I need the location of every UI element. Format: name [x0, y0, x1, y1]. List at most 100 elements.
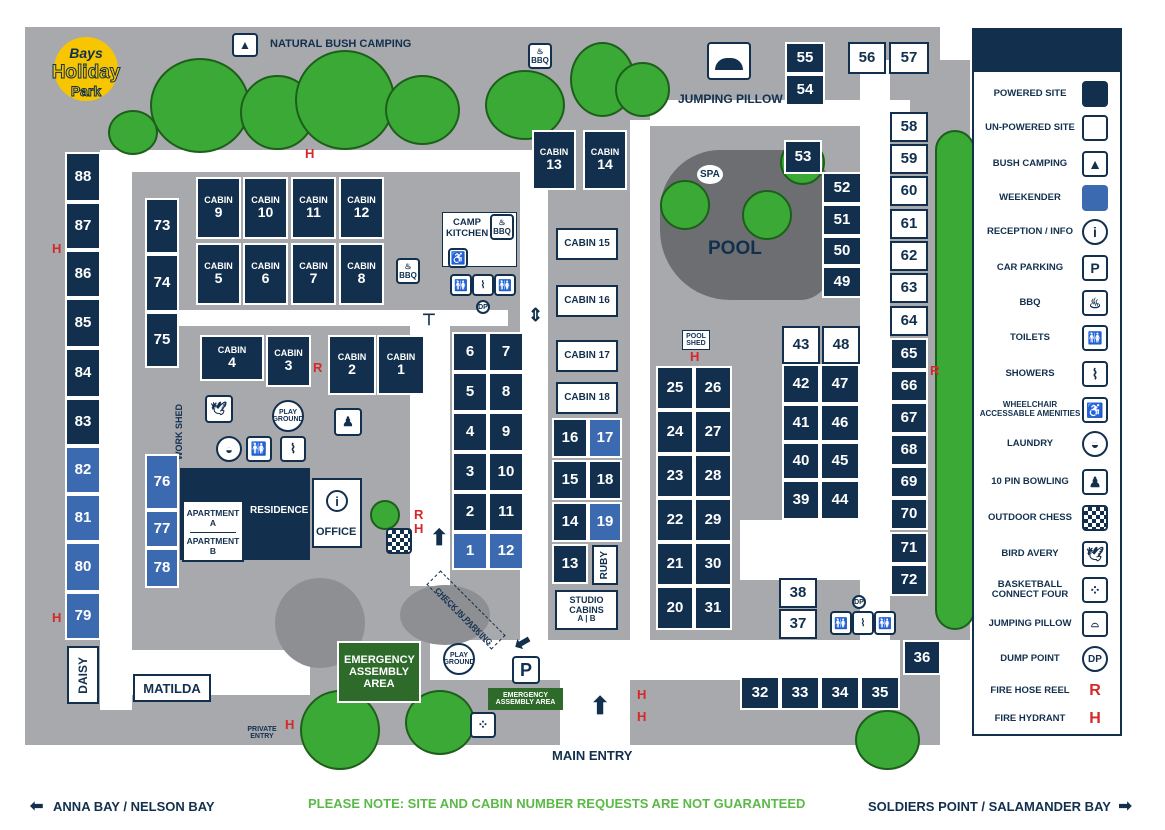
- site-21[interactable]: 21: [656, 542, 694, 586]
- site-24[interactable]: 24: [656, 410, 694, 454]
- site-31[interactable]: 31: [694, 586, 732, 630]
- site-20[interactable]: 20: [656, 586, 694, 630]
- site-54[interactable]: 54: [785, 74, 825, 106]
- site-74[interactable]: 74: [145, 254, 179, 312]
- site-7[interactable]: 7: [488, 332, 524, 372]
- site-30[interactable]: 30: [694, 542, 732, 586]
- site-9[interactable]: 9: [488, 412, 524, 452]
- site-35[interactable]: 35: [860, 676, 900, 710]
- site-18[interactable]: 18: [588, 460, 622, 500]
- site-46[interactable]: 46: [820, 404, 860, 442]
- site-28[interactable]: 28: [694, 454, 732, 498]
- office[interactable]: i OFFICE: [312, 478, 362, 548]
- cabin-15[interactable]: CABIN 15: [556, 228, 618, 260]
- site-73[interactable]: 73: [145, 198, 179, 254]
- site-78[interactable]: 78: [145, 548, 179, 588]
- site-75[interactable]: 75: [145, 312, 179, 368]
- site-49[interactable]: 49: [822, 266, 862, 298]
- site-79[interactable]: 79: [65, 592, 101, 640]
- site-40[interactable]: 40: [782, 442, 820, 480]
- site-13[interactable]: 13: [552, 544, 588, 584]
- site-4[interactable]: 4: [452, 412, 488, 452]
- site-88[interactable]: 88: [65, 152, 101, 202]
- site-2[interactable]: 2: [452, 492, 488, 532]
- site-27[interactable]: 27: [694, 410, 732, 454]
- site-25[interactable]: 25: [656, 366, 694, 410]
- site-76[interactable]: 76: [145, 454, 179, 510]
- site-26[interactable]: 26: [694, 366, 732, 410]
- site-84[interactable]: 84: [65, 348, 101, 398]
- site-64[interactable]: 64: [890, 306, 928, 336]
- site-43[interactable]: 43: [782, 326, 820, 364]
- site-36[interactable]: 36: [903, 640, 941, 675]
- site-70[interactable]: 70: [890, 498, 928, 530]
- site-56[interactable]: 56: [848, 42, 886, 74]
- site-14[interactable]: 14: [552, 502, 588, 542]
- studio-cabins[interactable]: STUDIO CABINS A | B: [555, 590, 618, 630]
- site-82[interactable]: 82: [65, 446, 101, 494]
- site-65[interactable]: 65: [890, 338, 928, 370]
- site-61[interactable]: 61: [890, 209, 928, 239]
- site-38[interactable]: 38: [779, 578, 817, 608]
- site-57[interactable]: 57: [889, 42, 929, 74]
- site-45[interactable]: 45: [820, 442, 860, 480]
- site-55[interactable]: 55: [785, 42, 825, 74]
- site-80[interactable]: 80: [65, 542, 101, 592]
- site-50[interactable]: 50: [822, 236, 862, 266]
- site-22[interactable]: 22: [656, 498, 694, 542]
- site-71[interactable]: 71: [890, 532, 928, 564]
- daisy[interactable]: DAISY: [67, 646, 99, 704]
- ruby[interactable]: RUBY: [592, 545, 618, 585]
- site-29[interactable]: 29: [694, 498, 732, 542]
- site-44[interactable]: 44: [820, 480, 860, 520]
- site-81[interactable]: 81: [65, 494, 101, 542]
- site-33[interactable]: 33: [780, 676, 820, 710]
- site-86[interactable]: 86: [65, 250, 101, 298]
- site-77[interactable]: 77: [145, 510, 179, 548]
- site-6[interactable]: 6: [452, 332, 488, 372]
- site-8[interactable]: 8: [488, 372, 524, 412]
- site-17[interactable]: 17: [588, 418, 622, 458]
- site-23[interactable]: 23: [656, 454, 694, 498]
- site-69[interactable]: 69: [890, 466, 928, 498]
- apartment-a[interactable]: APARTMENT A APARTMENT B: [182, 500, 244, 562]
- site-59[interactable]: 59: [890, 144, 928, 174]
- site-66[interactable]: 66: [890, 370, 928, 402]
- site-85[interactable]: 85: [65, 298, 101, 348]
- cabin-16[interactable]: CABIN 16: [556, 285, 618, 317]
- jumping-pillow[interactable]: [707, 42, 751, 80]
- site-47[interactable]: 47: [820, 364, 860, 404]
- site-1[interactable]: 1: [452, 532, 488, 570]
- cabin-18[interactable]: CABIN 18: [556, 382, 618, 414]
- site-41[interactable]: 41: [782, 404, 820, 442]
- play-ground[interactable]: PLAY GROUND: [443, 643, 475, 675]
- site-68[interactable]: 68: [890, 434, 928, 466]
- site-83[interactable]: 83: [65, 398, 101, 446]
- site-42[interactable]: 42: [782, 364, 820, 404]
- site-3[interactable]: 3: [452, 452, 488, 492]
- emergency-assembly-area[interactable]: EMERGENCY ASSEMBLY AREA: [337, 641, 421, 703]
- site-37[interactable]: 37: [779, 609, 817, 639]
- site-67[interactable]: 67: [890, 402, 928, 434]
- site-60[interactable]: 60: [890, 176, 928, 206]
- site-12[interactable]: 12: [488, 532, 524, 570]
- site-16[interactable]: 16: [552, 418, 588, 458]
- site-11[interactable]: 11: [488, 492, 524, 532]
- play-ground[interactable]: PLAY GROUND: [272, 400, 304, 432]
- site-39[interactable]: 39: [782, 480, 820, 520]
- site-5[interactable]: 5: [452, 372, 488, 412]
- cabin-17[interactable]: CABIN 17: [556, 340, 618, 372]
- site-87[interactable]: 87: [65, 202, 101, 250]
- site-53[interactable]: 53: [784, 140, 822, 174]
- site-72[interactable]: 72: [890, 564, 928, 596]
